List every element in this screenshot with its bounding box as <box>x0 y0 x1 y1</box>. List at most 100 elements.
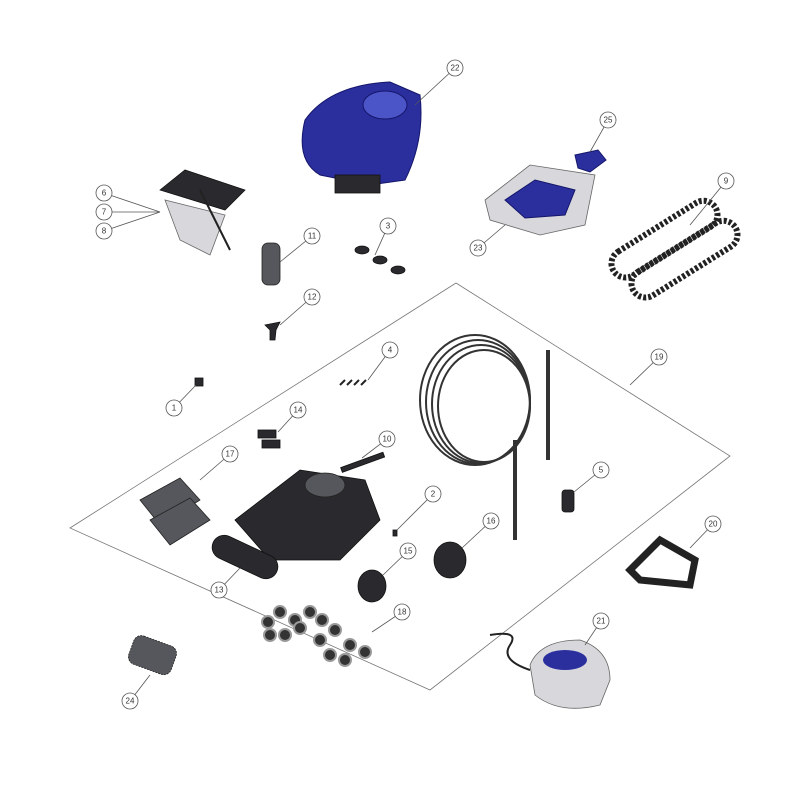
callout-number: 12 <box>308 293 317 302</box>
callout-number: 4 <box>388 346 393 355</box>
callout-21: 21 <box>584 612 610 646</box>
callout-number: 15 <box>404 547 413 556</box>
wheel-large-part <box>433 541 467 579</box>
fitting-part <box>264 321 281 341</box>
callout-number: 6 <box>102 189 107 198</box>
callout-number: 18 <box>398 608 407 617</box>
callout-11: 11 <box>279 227 321 263</box>
callout-circle <box>381 341 399 359</box>
clips-part <box>257 429 281 449</box>
chassis-part <box>234 469 381 561</box>
callout-17: 17 <box>199 445 239 481</box>
callout-8: 8 <box>95 211 161 240</box>
callout-number: 3 <box>386 222 391 231</box>
callout-24: 24 <box>121 674 151 710</box>
callout-circle <box>599 111 617 129</box>
callout-number: 5 <box>599 466 604 475</box>
callout-number: 22 <box>451 64 460 73</box>
callout-number: 23 <box>474 244 483 253</box>
callout-6: 6 <box>95 184 161 213</box>
top-cover-part <box>484 164 596 236</box>
callout-number: 13 <box>215 586 224 595</box>
callout-circle <box>393 603 411 621</box>
callout-circle <box>717 172 735 190</box>
flap-brushes-part <box>139 477 211 546</box>
callout-circle <box>378 430 396 448</box>
callout-1: 1 <box>165 384 197 417</box>
handle-part <box>625 535 699 589</box>
bar-part <box>340 451 386 473</box>
disks-part <box>354 245 406 275</box>
callout-number: 24 <box>126 697 135 706</box>
small-wheel <box>278 628 292 642</box>
callout-25: 25 <box>589 111 617 153</box>
swivel-part <box>561 489 575 513</box>
callout-circle <box>221 445 239 463</box>
callout-20: 20 <box>689 515 722 549</box>
callout-circle <box>446 59 464 77</box>
callout-number: 2 <box>431 490 436 499</box>
filter-basket-part <box>159 169 246 256</box>
leader-line <box>103 211 161 232</box>
callout-circle <box>95 184 113 202</box>
leader-line <box>396 493 434 531</box>
callout-5: 5 <box>573 461 610 493</box>
small-wheel <box>323 648 337 662</box>
callout-circle <box>289 401 307 419</box>
callout-circle <box>424 485 442 503</box>
brush-roller-part <box>128 635 177 676</box>
track-belts-part <box>608 197 741 301</box>
callout-number: 19 <box>655 353 664 362</box>
callout-10: 10 <box>361 430 396 459</box>
callout-number: 11 <box>308 232 317 241</box>
callout-14: 14 <box>277 401 307 433</box>
callout-circle <box>165 399 183 417</box>
callout-number: 14 <box>294 406 303 415</box>
small-wheel <box>273 605 287 619</box>
wheels-kit-part <box>261 605 372 667</box>
callout-16: 16 <box>461 512 500 549</box>
small-wheel <box>261 615 275 629</box>
roller-part <box>211 534 279 580</box>
callout-22: 22 <box>414 59 464 106</box>
small-wheel <box>315 613 329 627</box>
callout-circle <box>469 239 487 257</box>
callout-circle <box>210 581 228 599</box>
clip-part <box>574 149 607 173</box>
callout-number: 7 <box>102 208 107 217</box>
leader-line <box>103 192 161 213</box>
power-supply-part <box>489 632 611 709</box>
small-wheel <box>263 628 277 642</box>
small-wheel <box>358 645 372 659</box>
small-wheel <box>303 605 317 619</box>
callout-3: 3 <box>374 217 397 256</box>
small-wheel <box>328 623 342 637</box>
small-wheel <box>338 653 352 667</box>
robot-body-part <box>301 81 422 194</box>
callout-circle <box>121 692 139 710</box>
callout-7: 7 <box>95 203 160 221</box>
floating-cable-part <box>419 334 550 540</box>
callout-number: 20 <box>709 520 718 529</box>
callout-number: 21 <box>597 617 606 626</box>
callout-circle <box>379 217 397 235</box>
callout-circle <box>95 222 113 240</box>
leader-line <box>414 67 456 106</box>
callout-number: 17 <box>226 450 235 459</box>
callout-circle <box>592 612 610 630</box>
callout-12: 12 <box>279 288 321 326</box>
callout-circle <box>650 348 668 366</box>
callout-circle <box>482 512 500 530</box>
impeller-part <box>261 242 281 286</box>
callout-9: 9 <box>689 172 735 226</box>
wheel-part <box>357 569 387 603</box>
callout-23: 23 <box>469 224 506 257</box>
callout-circle <box>592 461 610 479</box>
callout-number: 9 <box>724 177 729 186</box>
callout-circle <box>704 515 722 533</box>
callout-13: 13 <box>210 567 241 599</box>
callout-number: 25 <box>604 116 613 125</box>
callout-15: 15 <box>382 542 417 576</box>
